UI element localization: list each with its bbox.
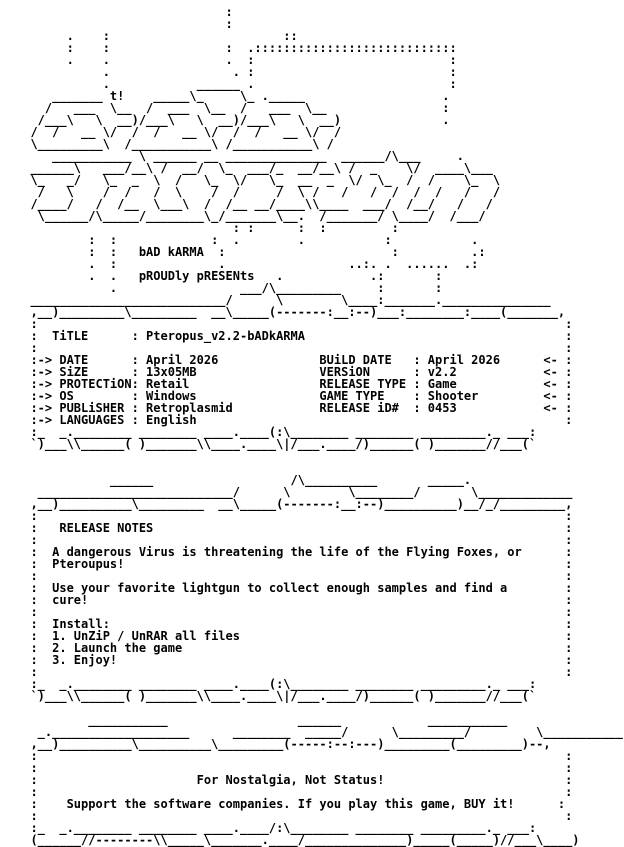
nfo-line: : : — [16, 317, 573, 331]
nfo-line: : : : . . : . — [16, 233, 479, 247]
nfo-line: : — [16, 5, 233, 19]
nfo-line: : : — [16, 569, 573, 583]
nfo-line: : RELEASE NOTES : — [16, 521, 573, 535]
nfo-line: : : — [16, 533, 573, 547]
nfo-line: \_ _/ \_ _ \ / \_ \/ \_ __ _ \/ \_ / / \… — [16, 173, 501, 187]
nfo-line: ___________________________/ \ \________… — [16, 485, 573, 499]
nfo-line: : : bAD kARMA : : .: — [16, 245, 486, 259]
nfo-line: : — [16, 17, 233, 31]
nfo-line: _______ t! _____\_ \_ ._____ . — [16, 89, 450, 103]
nfo-line: :-> LANGUAGES : English : — [16, 413, 573, 427]
nfo-line: : : — [16, 605, 573, 619]
nfo-line: ______\ ___/__\ / __/ \_ ___/_ __/__\ / … — [16, 161, 493, 175]
nfo-line: / / __ \/ / / __ \/ / / __ \/ / — [16, 125, 342, 139]
nfo-line: . ______ . : — [16, 77, 457, 91]
nfo-line: : For Nostalgia, Not Status! : — [16, 773, 573, 787]
nfo-line: :-> PROTECTiON: Retail RELEASE TYPE : Ga… — [16, 377, 573, 391]
nfo-line: :_ _.________ ________ ____.____(:\_____… — [16, 677, 537, 691]
nfo-line: . . pROUDly pRESENts . .: : — [16, 269, 443, 283]
nfo-line: :-> OS : Windows GAME TYPE : Shooter <- … — [16, 389, 573, 403]
nfo-page: { "nfo": { "lines": [ " :", " :", " . : … — [30, 6, 623, 846]
nfo-line: ___________ \ ______ __ ______________ _… — [16, 149, 464, 163]
nfo-line: . : . ..:. . ...... .: — [16, 257, 479, 271]
nfo-line: : 3. Enjoy! : — [16, 653, 573, 667]
nfo-line: :_ _.________ ________ ____.____(:\_____… — [16, 425, 537, 439]
nfo-line: : : — [16, 809, 573, 823]
nfo-line: (______//--------\\_____\_______.____/__… — [16, 833, 580, 847]
nfo-line: / \ / / / \ / / / \ / / / / / / / / — [16, 185, 501, 199]
nfo-line: : : : : : — [16, 221, 399, 235]
nfo-line: : : — [16, 341, 573, 355]
nfo-line: : A dangerous Virus is threatening the l… — [16, 545, 573, 559]
nfo-line: `)___\\______( )_______\\____.____\|/___… — [16, 437, 537, 451]
nfo-line: :-> PUBLiSHER : Retroplasmid RELEASE iD#… — [16, 401, 573, 415]
nfo-line: . ___/\_________ : : — [16, 281, 443, 295]
nfo-line: \______/\_____/________\_/_______\__. /_… — [16, 209, 486, 223]
nfo-line: /____/ / /__ \___\ / /__ __/____\\____ _… — [16, 197, 493, 211]
nfo-line: :-> DATE : April 2026 BUiLD DATE : April… — [16, 353, 573, 367]
nfo-line: : : : .:::::::::::::::::::::::::::: — [16, 41, 457, 55]
nfo-line: : Support the software companies. If you… — [16, 797, 566, 811]
nfo-line: : : — [16, 749, 573, 763]
nfo-line: : cure! : — [16, 593, 573, 607]
nfo-line: :-> SiZE : 13x05MB VERSiON : v2.2 <- : — [16, 365, 573, 379]
nfo-line: :_ _.________ ________ ____.____/:\_____… — [16, 821, 537, 835]
nfo-line: : : — [16, 761, 573, 775]
nfo-line: : : — [16, 509, 573, 523]
nfo-line — [16, 450, 616, 462]
nfo-line: /___\ \ __)/___\ \ __)/___\ \ __) . — [16, 113, 450, 127]
nfo-line: _.___________________ ________ _____/ \_… — [16, 725, 623, 739]
nfo-line: . . : : — [16, 65, 457, 79]
nfo-line: ,__)__________\_________ __\_____(------… — [16, 497, 573, 511]
nfo-line: ___________ ______ ___________ — [16, 713, 508, 727]
nfo-line: . . . : : — [16, 53, 457, 67]
nfo-line: / ___ \__ / ___ \__ / ___ \__ : — [16, 101, 450, 115]
nfo-line: `)___\\______( )_______\\____.____\|/___… — [16, 689, 537, 703]
nfo-line: : 2. Launch the game : — [16, 641, 573, 655]
nfo-line: \_________\ /___________\ /___________\ … — [16, 137, 334, 151]
nfo-line: : TiTLE : Pteropus_v2.2-bADkARMA : — [16, 329, 573, 343]
nfo-line: ,__)_________\_________ __\_____(-------… — [16, 305, 566, 319]
nfo-line: : Install: : — [16, 617, 573, 631]
nfo-art: : : . : :: : : : .::::::::::::::::::::::… — [16, 5, 623, 847]
nfo-line: ______ /\__________ _____. — [16, 473, 472, 487]
nfo-line: ,__)__________\__________\_________(----… — [16, 737, 551, 751]
nfo-line: ___________________________/ \ \____:___… — [16, 293, 551, 307]
nfo-line: . : :: — [16, 29, 298, 43]
nfo-line: : : — [16, 785, 573, 799]
nfo-line: : Use your favorite lightgun to collect … — [16, 581, 573, 595]
nfo-line: : : — [16, 665, 573, 679]
nfo-line: : Pteroupus! : — [16, 557, 573, 571]
nfo-line: : 1. UnZiP / UnRAR all files : — [16, 629, 573, 643]
